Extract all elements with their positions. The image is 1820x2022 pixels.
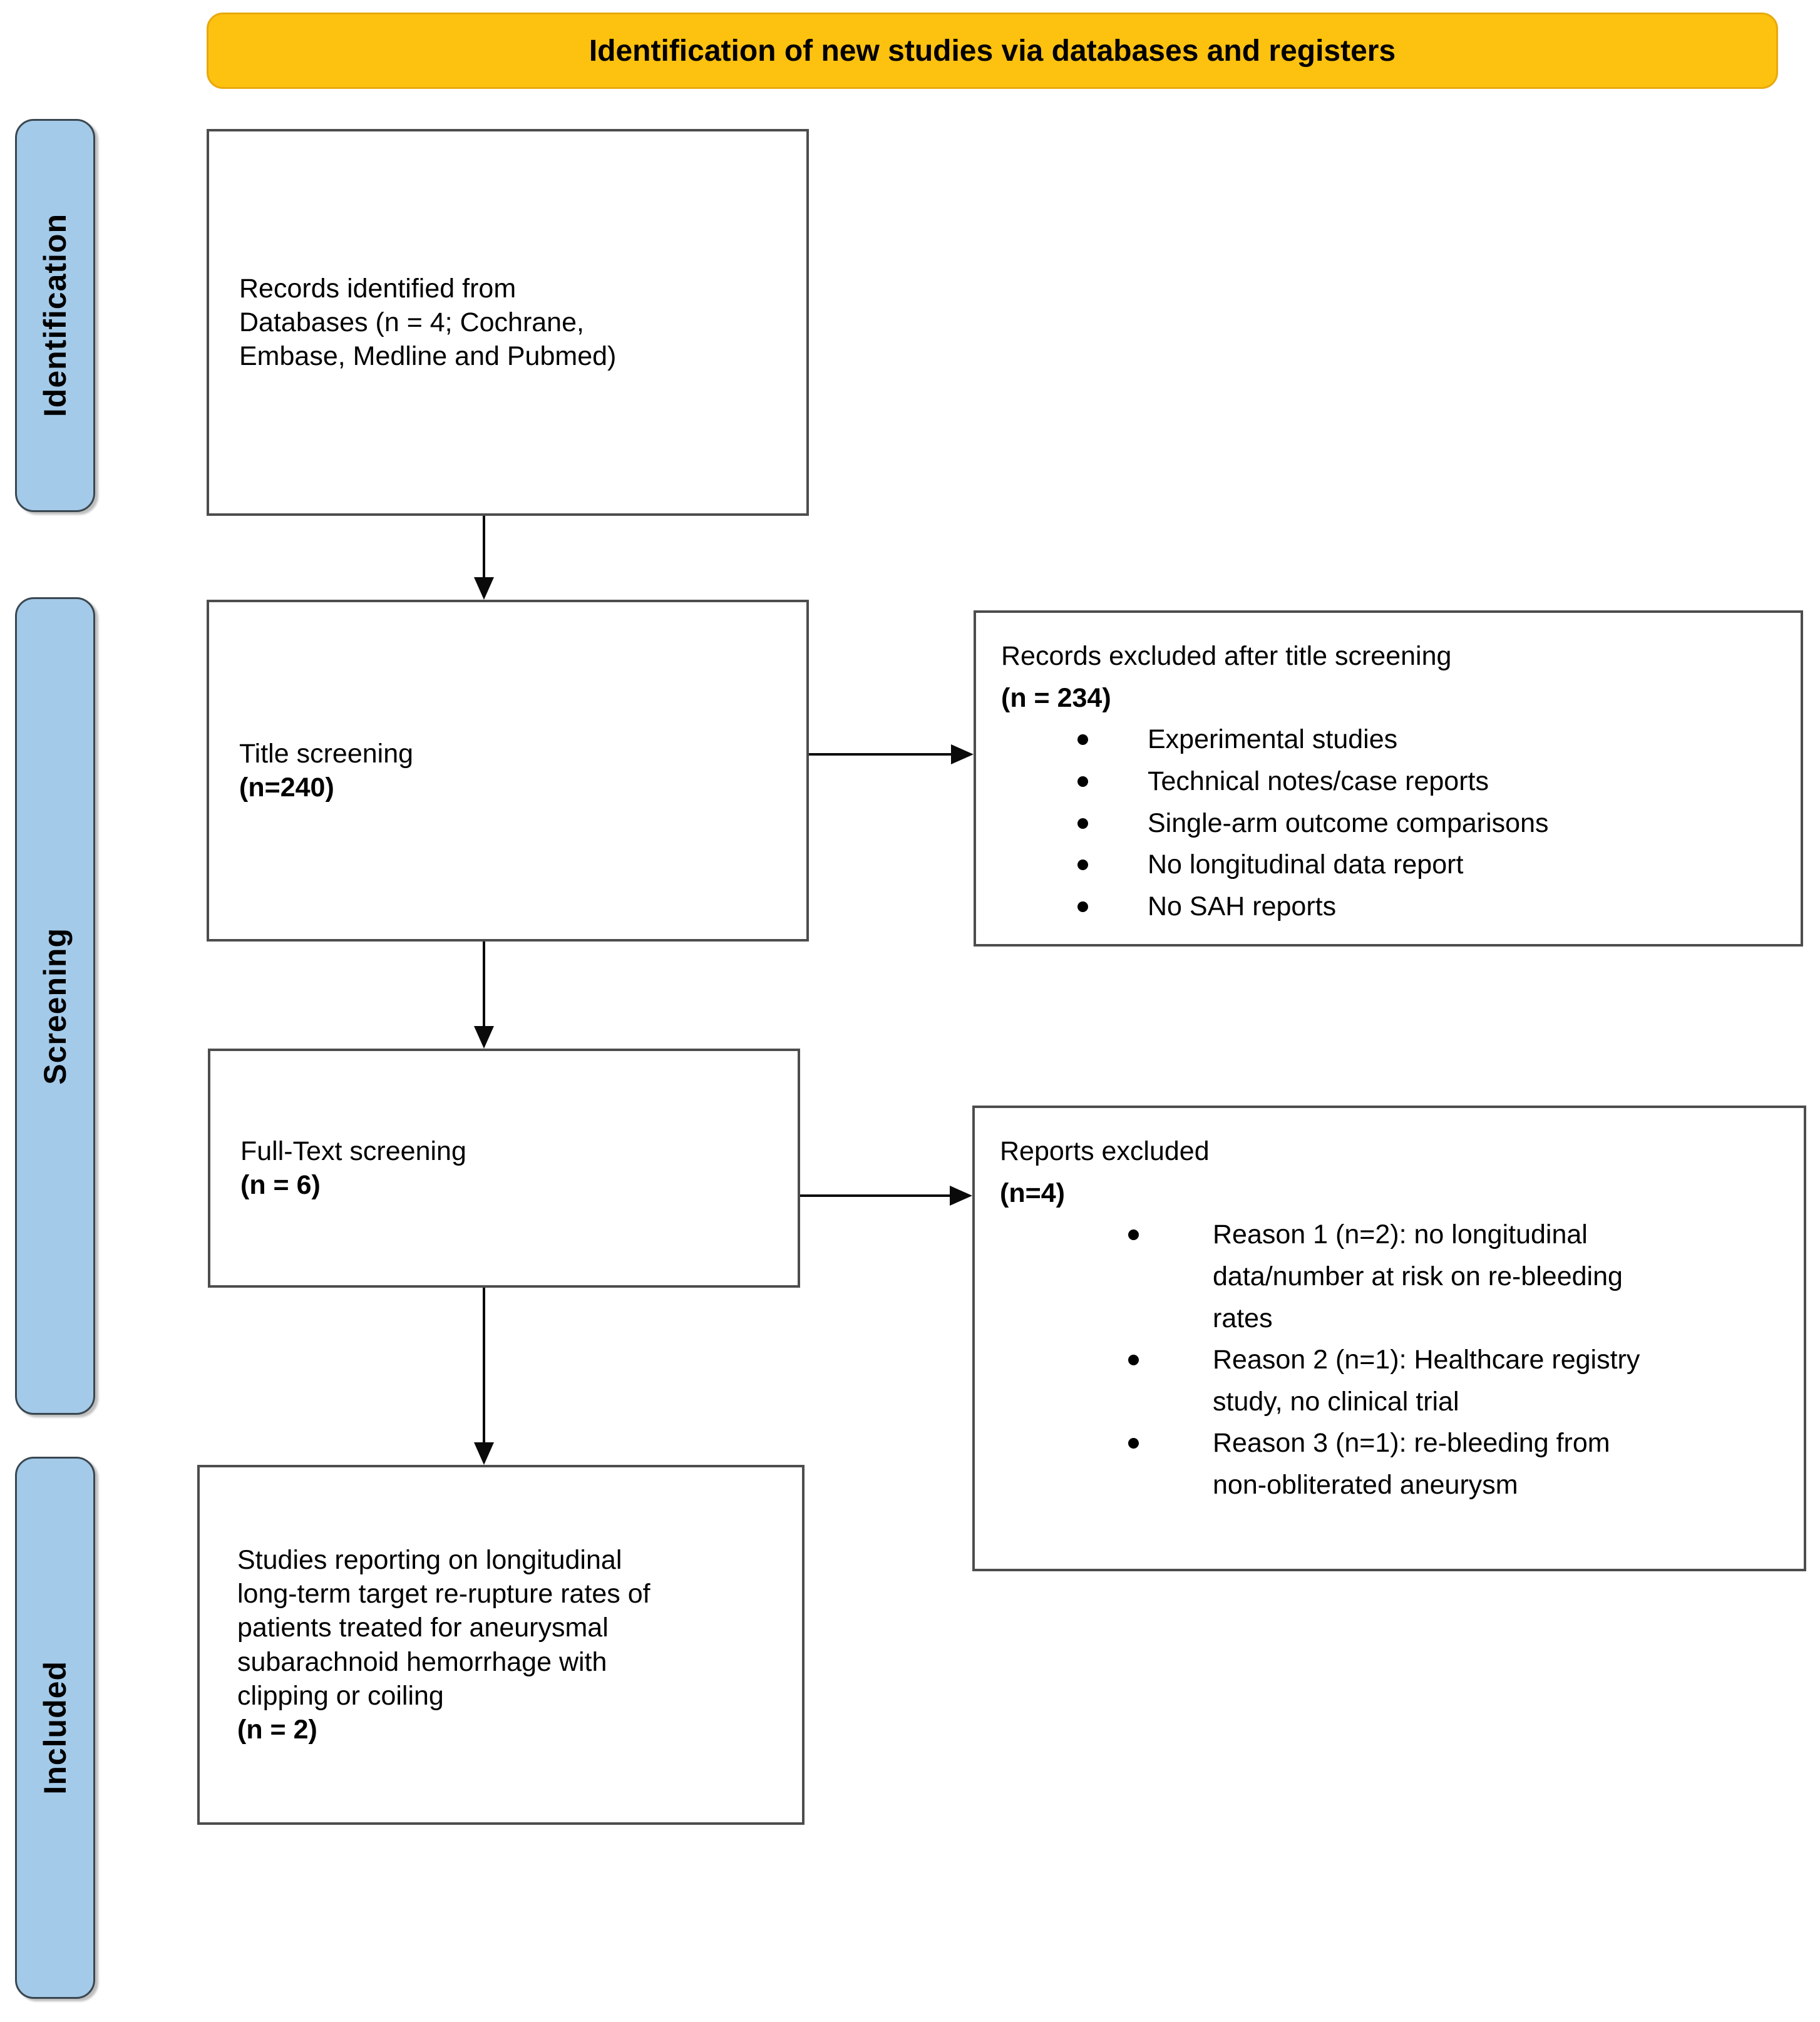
diagram-title-banner: Identification of new studies via databa… [207, 13, 1778, 89]
arrow-title-screening-to-excluded [809, 753, 951, 756]
list-item: Experimental studies [1077, 719, 1776, 761]
list-item: Reason 1 (n=2): no longitudinal data/num… [1128, 1214, 1779, 1339]
reports-excluded-title: Reports excluded [1000, 1136, 1210, 1166]
stage-label-included-text: Included [38, 1661, 73, 1795]
records-identified-text: Records identified from Databases (n = 4… [239, 273, 617, 372]
records-excluded-reasons-list: Experimental studies Technical notes/cas… [1077, 719, 1776, 927]
stage-label-screening-text: Screening [38, 927, 73, 1085]
full-text-screening-count: (n = 6) [240, 1170, 321, 1200]
included-studies-text: Studies reporting on longitudinal long-t… [237, 1544, 650, 1711]
reports-excluded-reasons-list: Reason 1 (n=2): no longitudinal data/num… [1128, 1214, 1779, 1506]
box-records-excluded-title-screening: Records excluded after title screening (… [974, 610, 1803, 947]
diagram-title: Identification of new studies via databa… [589, 34, 1396, 68]
box-records-identified: Records identified from Databases (n = 4… [207, 129, 809, 516]
arrow-fulltext-to-reports-excluded [800, 1194, 950, 1197]
title-screening-label: Title screening [239, 738, 414, 769]
full-text-screening-label: Full-Text screening [240, 1136, 466, 1166]
stage-label-identification-text: Identification [38, 213, 73, 418]
arrow-records-to-title-screening [483, 516, 485, 577]
records-excluded-title: Records excluded after title screening [1001, 641, 1452, 671]
box-full-text-screening: Full-Text screening (n = 6) [208, 1049, 800, 1288]
arrow-title-to-fulltext-screening [483, 942, 485, 1026]
box-reports-excluded: Reports excluded (n=4) Reason 1 (n=2): n… [972, 1106, 1806, 1571]
records-excluded-count: (n = 234) [1001, 682, 1111, 713]
down-arrowhead-icon [474, 1026, 494, 1049]
box-title-screening: Title screening (n=240) [207, 600, 809, 942]
stage-label-included: Included [15, 1457, 95, 1999]
right-arrowhead-icon [950, 1186, 972, 1206]
included-studies-count: (n = 2) [237, 1714, 317, 1745]
down-arrowhead-icon [474, 577, 494, 600]
list-item: Reason 2 (n=1): Healthcare registry stud… [1128, 1339, 1779, 1422]
reports-excluded-count: (n=4) [1000, 1178, 1065, 1208]
list-item: Technical notes/case reports [1077, 761, 1776, 803]
stage-label-identification: Identification [15, 119, 95, 512]
stage-label-screening: Screening [15, 597, 95, 1415]
down-arrowhead-icon [474, 1442, 494, 1465]
arrow-fulltext-to-included [483, 1288, 485, 1442]
list-item: Reason 3 (n=1): re-bleeding from non-obl… [1128, 1422, 1779, 1506]
list-item: Single-arm outcome comparisons [1077, 803, 1776, 844]
list-item: No SAH reports [1077, 886, 1776, 928]
box-included-studies: Studies reporting on longitudinal long-t… [197, 1465, 805, 1825]
right-arrowhead-icon [951, 744, 974, 764]
title-screening-count: (n=240) [239, 772, 334, 803]
list-item: No longitudinal data report [1077, 844, 1776, 886]
